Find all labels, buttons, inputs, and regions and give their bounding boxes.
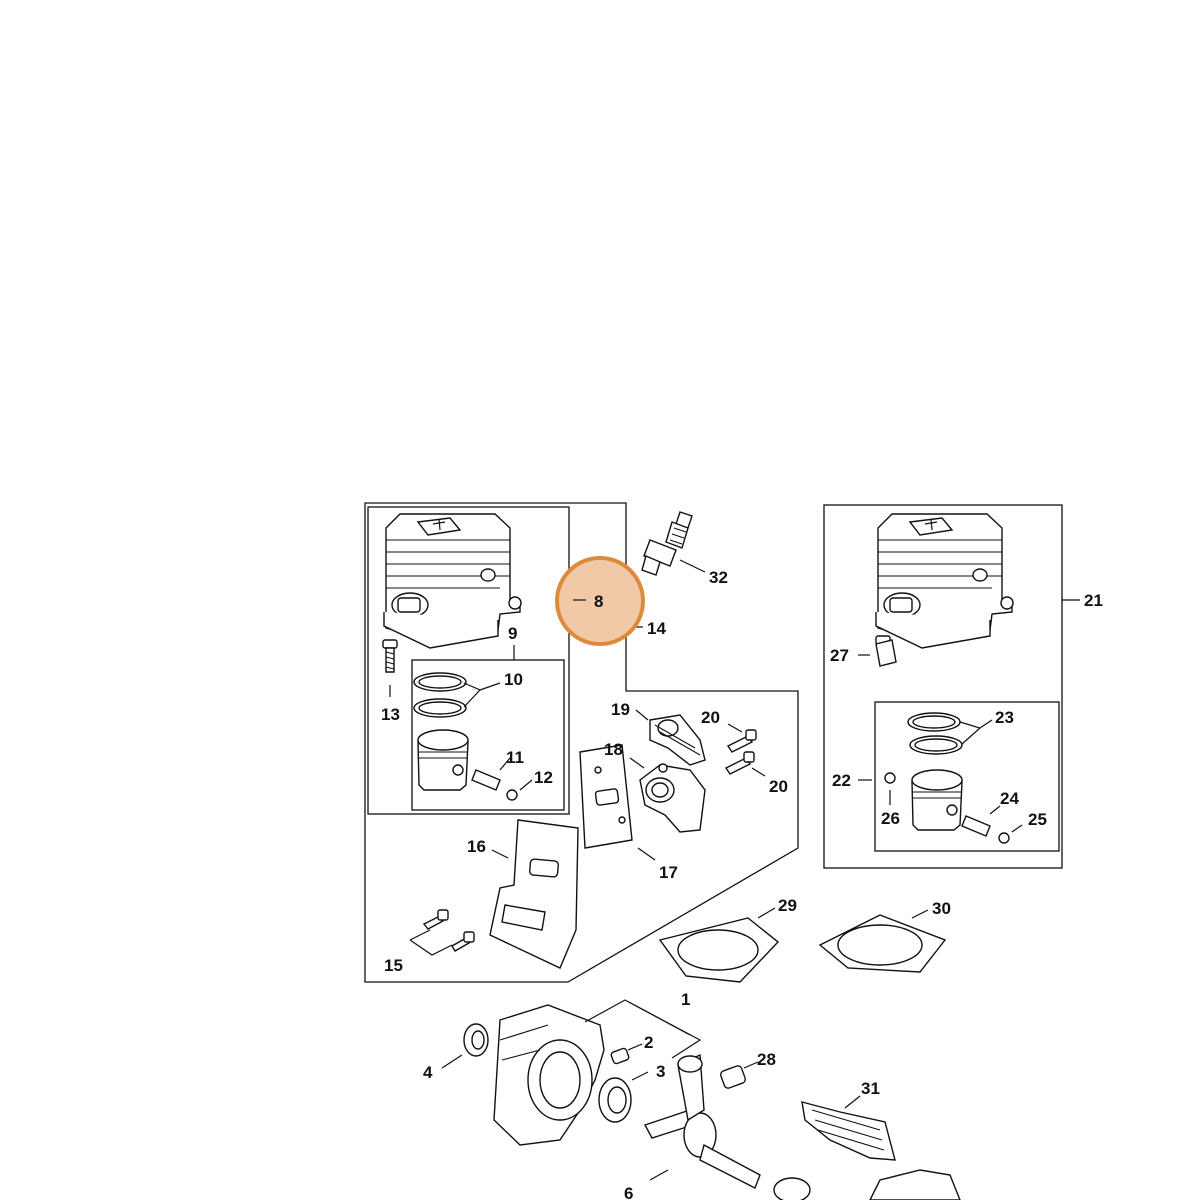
callout-30: 30: [932, 899, 951, 918]
piston-kit-frame: [874, 701, 1060, 852]
cylinder-left[interactable]: [383, 513, 522, 649]
gasket-17[interactable]: [579, 744, 633, 849]
callout-2: 2: [644, 1033, 653, 1052]
callout-29: 29: [778, 896, 797, 915]
callout-9: 9: [508, 624, 517, 643]
screw-20-lower[interactable]: [724, 751, 755, 775]
callout-3: 3: [656, 1062, 665, 1081]
housing-bottom[interactable]: [869, 1169, 961, 1200]
crankcase[interactable]: [493, 1004, 605, 1146]
assembly-frame: [364, 502, 799, 983]
cylinder-right[interactable]: [875, 513, 1014, 649]
circlip-25[interactable]: [998, 832, 1010, 844]
flange-19[interactable]: [649, 714, 706, 766]
callout-20b: 20: [769, 777, 788, 796]
screw-20-upper[interactable]: [726, 729, 757, 753]
callout-16: 16: [467, 837, 486, 856]
bearing-right[interactable]: [773, 1177, 811, 1200]
highlight-marker[interactable]: [555, 556, 645, 646]
callout-11: 11: [506, 748, 524, 767]
callout-8[interactable]: 8: [594, 592, 603, 611]
piston-right[interactable]: [911, 769, 963, 831]
deflector-31[interactable]: [801, 1101, 896, 1161]
callout-22: 22: [832, 771, 851, 790]
bolt-27[interactable]: [875, 635, 897, 667]
circlip-26[interactable]: [884, 772, 896, 784]
callout-19: 19: [611, 700, 630, 719]
callout-25: 25: [1028, 810, 1047, 829]
callout-13: 13: [381, 705, 400, 724]
spark-plug-32[interactable]: [641, 511, 693, 576]
callout-18: 18: [604, 740, 623, 759]
circlip-12[interactable]: [506, 789, 518, 801]
bearing-28[interactable]: [720, 1065, 747, 1089]
seal-3[interactable]: [598, 1077, 632, 1123]
gasket-30[interactable]: [818, 914, 947, 973]
callout-20a: 20: [701, 708, 720, 727]
callout-28: 28: [757, 1050, 776, 1069]
dowel-2[interactable]: [610, 1047, 630, 1065]
gasket-29[interactable]: [658, 917, 780, 983]
bolt-13[interactable]: [382, 639, 398, 673]
callout-12: 12: [534, 768, 553, 787]
callout-26: 26: [881, 809, 900, 828]
callout-1: 1: [681, 990, 690, 1009]
piston-rings-23[interactable]: [907, 712, 963, 755]
piston-left[interactable]: [417, 729, 469, 791]
cylinder-subframe: [367, 506, 570, 815]
callout-31: 31: [861, 1079, 880, 1098]
callout-21: 21: [1084, 591, 1103, 610]
manifold-18[interactable]: [639, 763, 706, 833]
callout-4: 4: [423, 1063, 433, 1082]
cylinder-kit-frame: [823, 504, 1063, 869]
callout-23: 23: [995, 708, 1014, 727]
callout-10: 10: [504, 670, 523, 689]
callout-6: 6: [624, 1184, 633, 1200]
callout-15: 15: [384, 956, 403, 975]
heat-shield-16[interactable]: [489, 819, 579, 969]
callout-32: 32: [709, 568, 728, 587]
callout-17: 17: [659, 863, 678, 882]
piston-pin-11[interactable]: [471, 769, 501, 791]
callout-14: 14: [647, 619, 666, 638]
piston-pin-24[interactable]: [961, 815, 991, 837]
crankshaft-6[interactable]: [643, 1053, 761, 1189]
callout-24: 24: [1000, 789, 1019, 808]
piston-subframe: [411, 659, 565, 811]
piston-rings-10[interactable]: [413, 672, 467, 718]
callout-27: 27: [830, 646, 849, 665]
screws-15[interactable]: [422, 909, 475, 952]
seal-4[interactable]: [463, 1023, 489, 1057]
